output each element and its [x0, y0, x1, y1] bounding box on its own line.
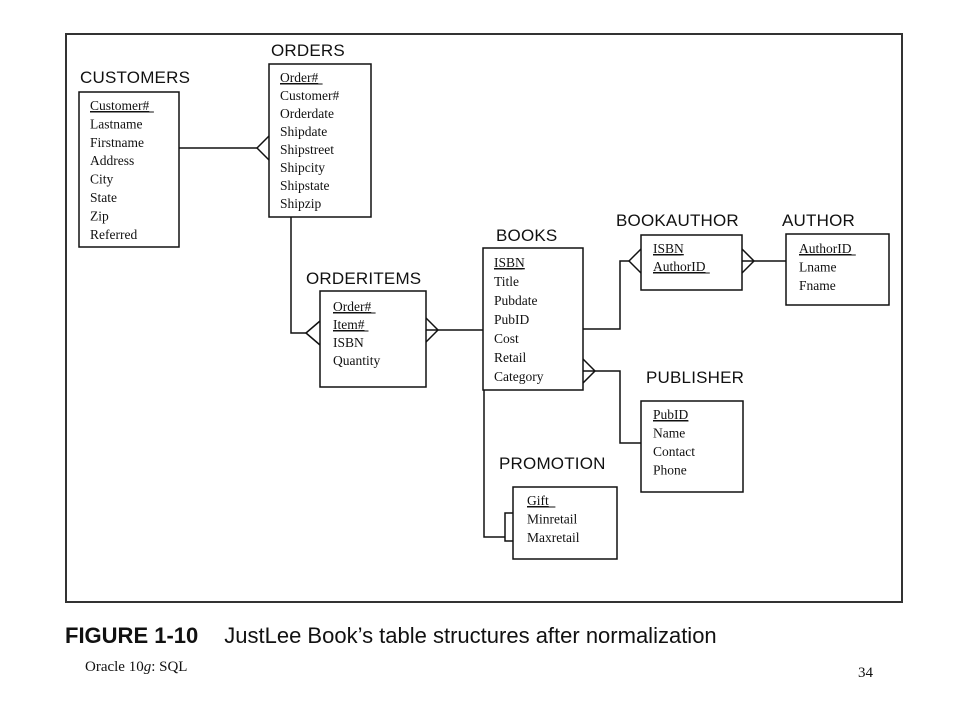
course-label: Oracle 10g: SQL [85, 659, 187, 676]
customers-field: State [90, 190, 117, 205]
author-field: AuthorID [799, 241, 852, 256]
bookauthor-title: BOOKAUTHOR [616, 211, 739, 230]
publisher-field: PubID [653, 407, 689, 422]
bookauthor-field: AuthorID [653, 259, 706, 274]
customers-title: CUSTOMERS [80, 68, 190, 87]
course-prefix: Oracle 10 [85, 659, 144, 675]
course-suffix: : SQL [151, 659, 188, 675]
orders-field: Customer# [280, 88, 339, 103]
figure-caption: FIGURE 1-10 JustLee Book’s table structur… [65, 623, 717, 649]
books-field: Pubdate [494, 293, 538, 308]
orders-field: Shipdate [280, 124, 327, 139]
rel-books-promotion [483, 390, 505, 538]
crowfoot-orderitems-from-orders [305, 320, 321, 346]
publisher-field: Phone [653, 463, 687, 478]
rel-books-bookauthor [583, 260, 629, 330]
promotion-box [512, 486, 618, 560]
customers-box [78, 91, 180, 248]
orderitems-field: Quantity [333, 353, 380, 368]
publisher-field: Name [653, 426, 685, 441]
orders-field: Shipzip [280, 196, 322, 211]
author-box [785, 233, 890, 306]
orders-box [268, 63, 372, 218]
customers-field: City [90, 172, 114, 187]
orders-field: Shipstate [280, 178, 330, 193]
books-field: Category [494, 369, 544, 384]
promotion-title: PROMOTION [499, 454, 606, 473]
orderitems-field: ISBN [333, 335, 364, 350]
rel-books-publisher [583, 370, 641, 444]
rel-orders-orderitems [290, 217, 306, 334]
author-field: Lname [799, 260, 836, 275]
orderitems-field: Item# [333, 317, 365, 332]
books-field: Retail [494, 350, 526, 365]
books-field: Title [494, 274, 519, 289]
page-number: 34 [858, 665, 873, 681]
books-field: ISBN [494, 255, 525, 270]
publisher-title: PUBLISHER [646, 368, 744, 387]
bookauthor-field: ISBN [653, 241, 684, 256]
books-box [482, 247, 584, 391]
author-field: Fname [799, 278, 836, 293]
orders-field: Shipstreet [280, 142, 334, 157]
orders-title: ORDERS [271, 41, 345, 60]
orderitems-title: ORDERITEMS [306, 269, 421, 288]
orders-field: Shipcity [280, 160, 325, 175]
author-title: AUTHOR [782, 211, 855, 230]
promotion-field: Maxretail [527, 530, 580, 545]
promotion-field: Gift [527, 493, 549, 508]
promotion-bracket [504, 512, 513, 542]
orderitems-box [319, 290, 427, 388]
crowfoot-orderitems-from-books [425, 317, 439, 343]
customers-field: Referred [90, 227, 137, 242]
books-title: BOOKS [496, 226, 557, 245]
bookauthor-box [640, 234, 743, 291]
course-italic: g [143, 659, 152, 675]
publisher-field: Contact [653, 444, 695, 459]
orderitems-field: Order# [333, 299, 371, 314]
customers-field: Address [90, 153, 134, 168]
customers-field: Customer# [90, 98, 149, 113]
crowfoot-bookauthor-from-author [741, 248, 755, 274]
books-field: Cost [494, 331, 519, 346]
orders-field: Orderdate [280, 106, 334, 121]
customers-field: Zip [90, 208, 109, 223]
figure-caption-text: JustLee Book’s table structures after no… [224, 623, 717, 648]
publisher-box [640, 400, 744, 493]
crowfoot-bookauthor-from-books [628, 248, 642, 274]
customers-field: Lastname [90, 116, 142, 131]
promotion-field: Minretail [527, 512, 577, 527]
diagram-frame [65, 33, 903, 603]
crowfoot-orders [256, 135, 270, 161]
customers-field: Firstname [90, 135, 144, 150]
books-field: PubID [494, 312, 530, 327]
figure-number: FIGURE 1-10 [65, 623, 199, 648]
crowfoot-books-from-publisher [582, 358, 596, 384]
orders-field: Order# [280, 70, 318, 85]
